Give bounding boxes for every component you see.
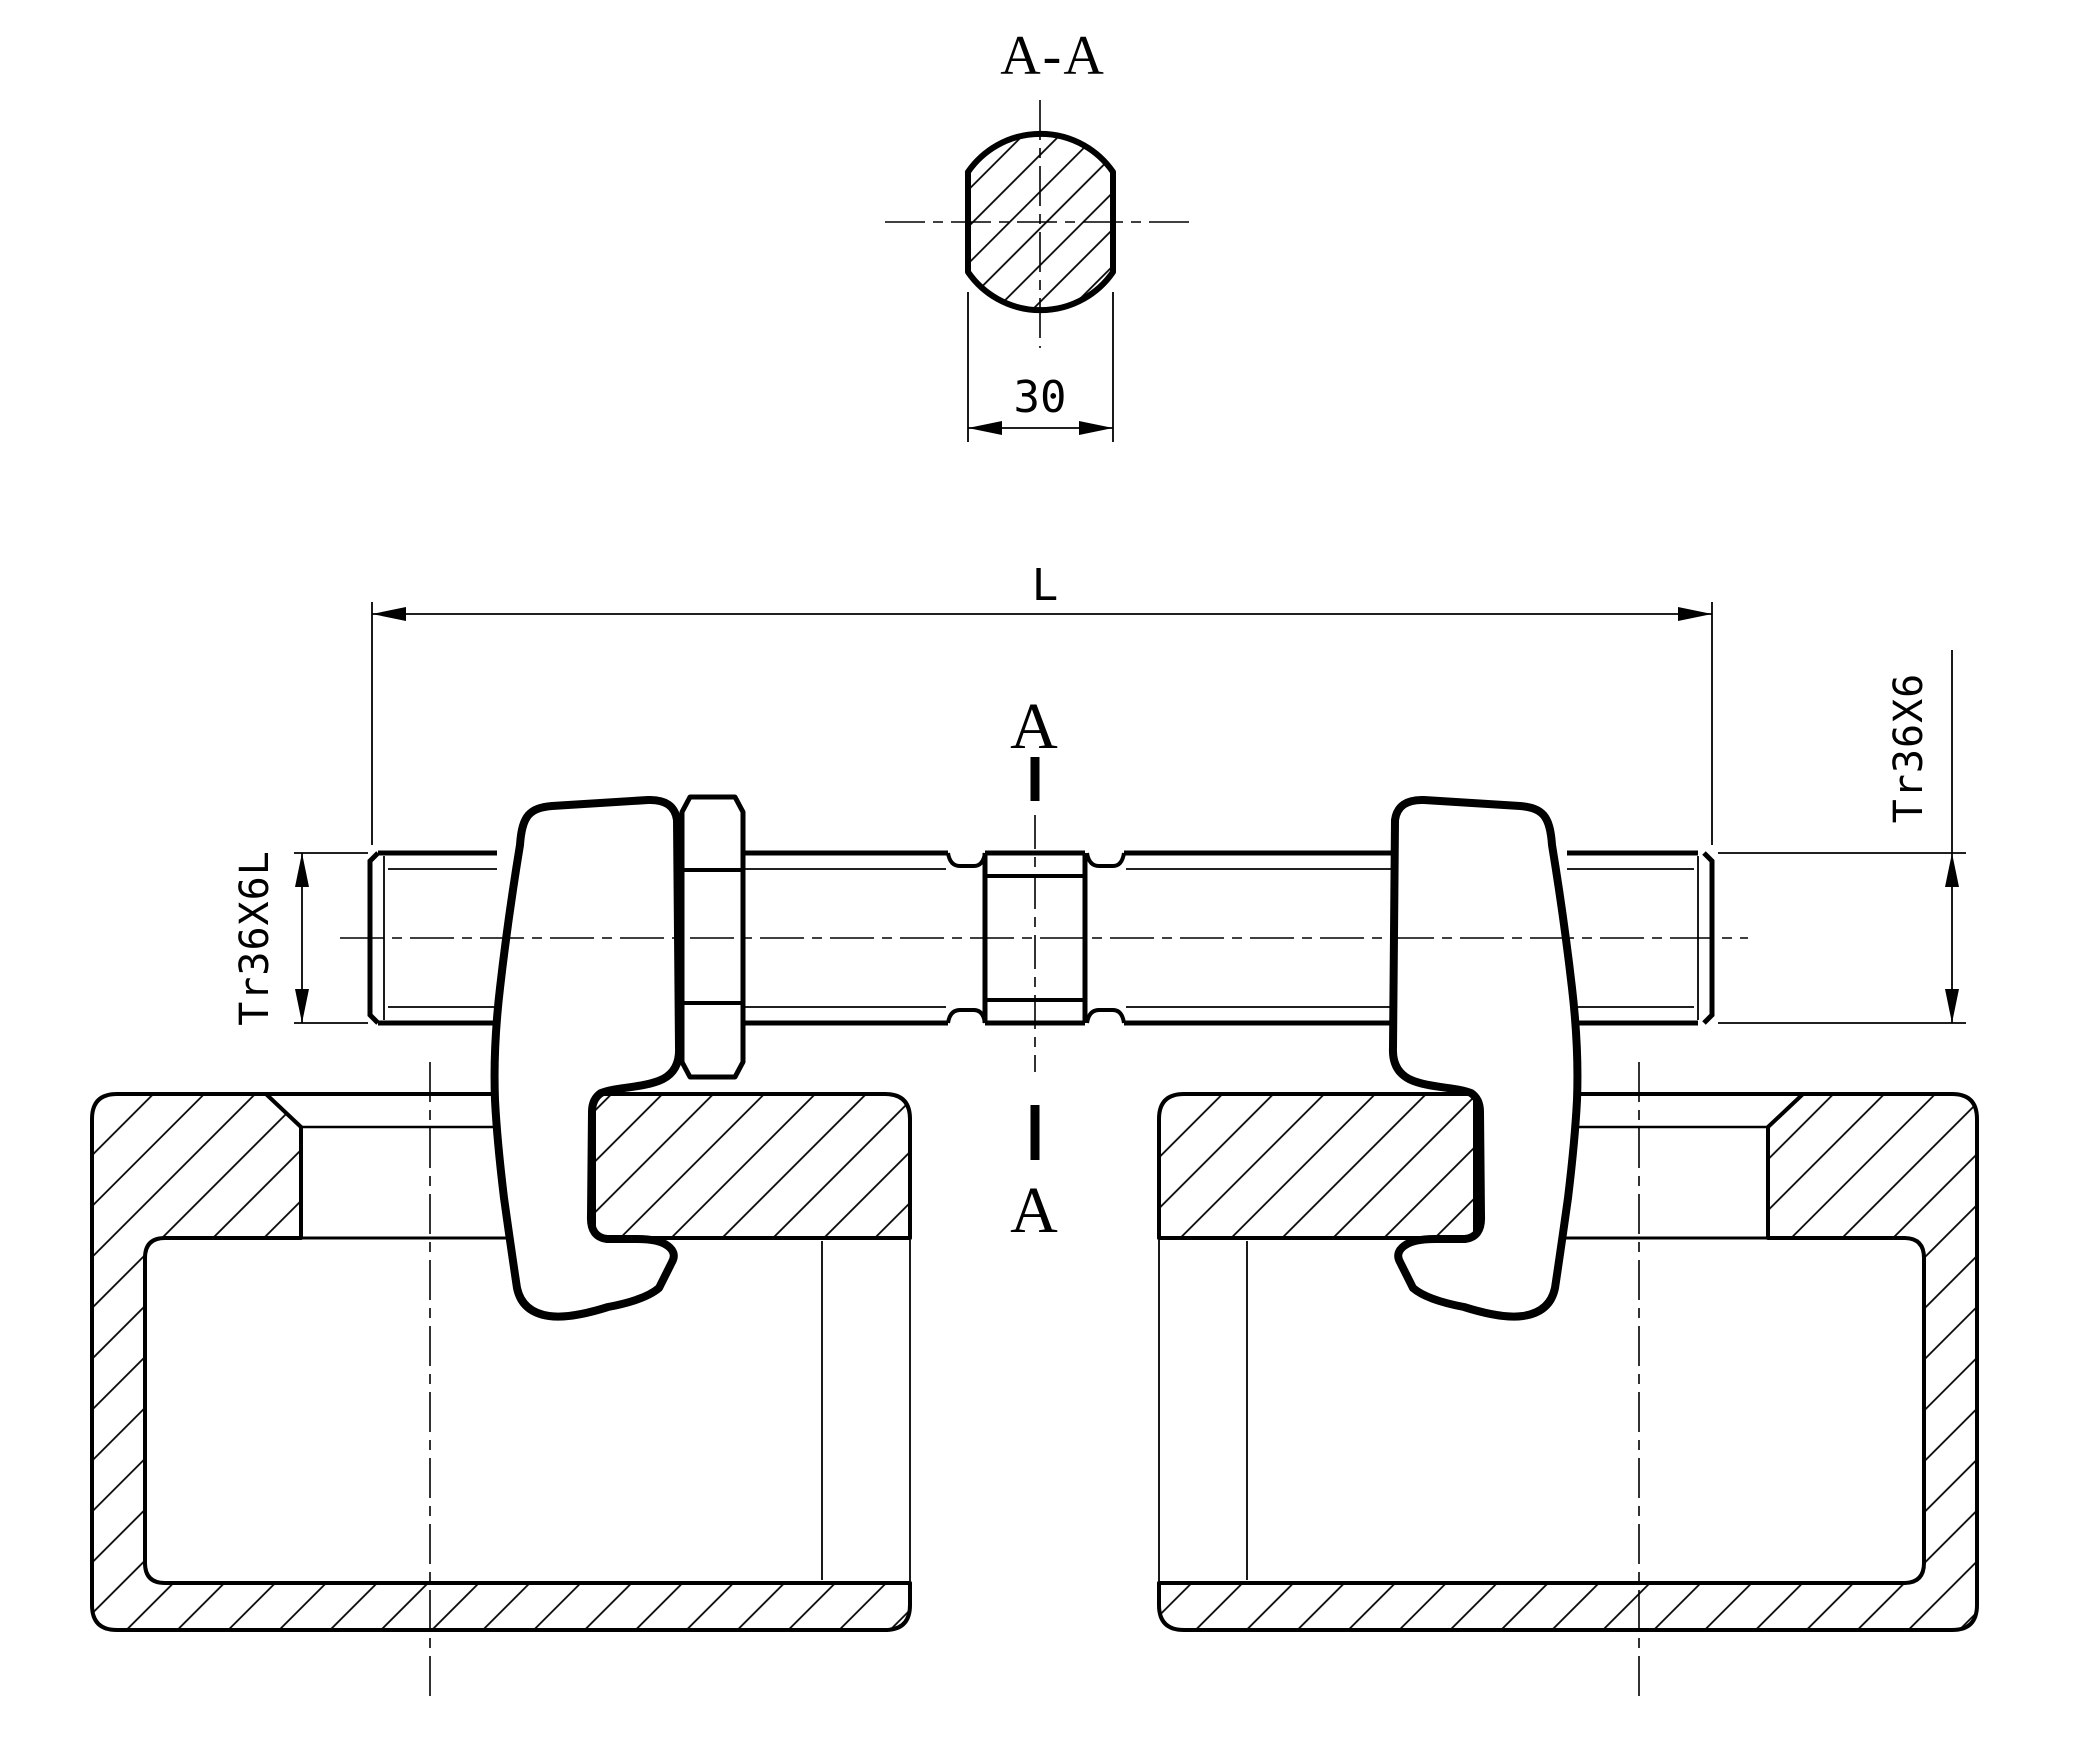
left-groove-top (946, 852, 987, 868)
left-hook (490, 795, 684, 1321)
right-block-top-flange (1157, 1092, 1477, 1240)
arrowhead-up (295, 853, 309, 887)
arrowhead-left (968, 421, 1002, 435)
section-letter-top: A (1010, 690, 1058, 763)
rod-cross-section-shape (965, 130, 1116, 314)
section-aa-view: 30 A-A (885, 25, 1196, 442)
right-hook (1388, 795, 1582, 1321)
right-block-body (1157, 1092, 1979, 1632)
thread-root-lines (388, 868, 1694, 1008)
left-block-body (90, 1092, 912, 1632)
left-block-top-flange (592, 1092, 912, 1240)
dimension-thread-left: Tr36X6L (232, 850, 368, 1026)
section-title: A-A (1000, 25, 1106, 87)
dim-label-30: 30 (1014, 372, 1067, 423)
arrowhead-down (295, 989, 309, 1023)
arrowhead-right (1079, 421, 1113, 435)
right-block (1157, 1062, 1979, 1702)
arrowhead-up (1945, 853, 1959, 887)
arrowhead-left (372, 607, 406, 621)
left-groove-bottom (946, 1008, 987, 1024)
threaded-rod (367, 850, 1715, 1026)
right-groove-top (1085, 852, 1126, 868)
dim-label-thread-right: Tr36X6 (1886, 673, 1932, 824)
hex-nut (679, 794, 746, 1080)
arrowhead-down (1945, 989, 1959, 1023)
arrowhead-right (1678, 607, 1712, 621)
dim-label-L: L (1032, 560, 1059, 611)
dimension-thread-right: Tr36X6 (1718, 650, 1966, 1024)
section-cut-marks: A A (1010, 690, 1058, 1247)
right-groove-bottom (1085, 1008, 1126, 1024)
section-letter-bottom: A (1010, 1174, 1058, 1247)
hex-nut-outline (679, 794, 746, 1080)
dimension-length: L (371, 560, 1713, 845)
dim-label-thread-left: Tr36X6L (232, 850, 278, 1026)
